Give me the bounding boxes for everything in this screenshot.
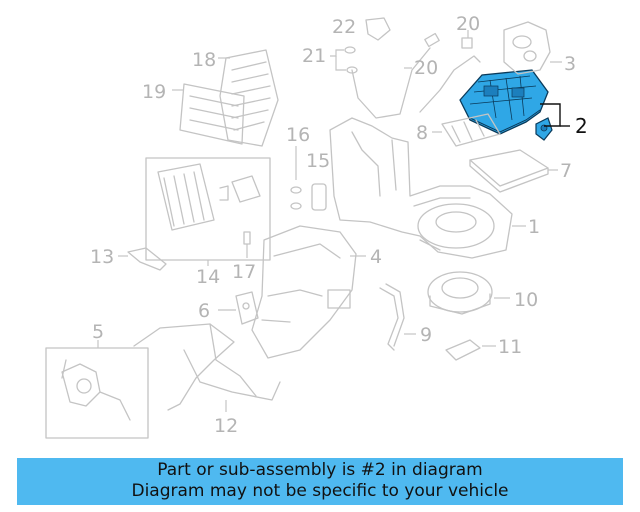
callout-18: 18: [192, 49, 216, 71]
part-13-sensor: [127, 247, 167, 271]
part-19-heater-core: [179, 83, 245, 145]
callout-16: 16: [286, 124, 310, 146]
callout-3: 3: [564, 53, 576, 75]
callout-15: 15: [306, 150, 330, 172]
part-8-grille: [441, 113, 501, 147]
callout-6: 6: [198, 300, 210, 322]
callout-8: 8: [416, 122, 428, 144]
part-15-actuator: [311, 183, 327, 211]
part-5-group: [45, 347, 149, 439]
callout-1: 1: [528, 216, 540, 238]
part-20-pipes: [351, 32, 481, 119]
callout-11: 11: [498, 336, 522, 358]
info-banner: Part or sub-assembly is #2 in diagram Di…: [17, 458, 623, 505]
part-22-cap: [365, 17, 391, 41]
callout-22: 22: [332, 16, 356, 38]
callout-4: 4: [370, 246, 382, 268]
callout-20b: 20: [414, 57, 438, 79]
part-18-evaporator: [219, 49, 279, 147]
callout-5: 5: [92, 321, 104, 343]
callout-20a: 20: [456, 13, 480, 35]
callout-19: 19: [142, 81, 166, 103]
callout-7: 7: [560, 160, 572, 182]
callout-14: 14: [196, 266, 220, 288]
banner-line-2: Diagram may not be specific to your vehi…: [131, 481, 509, 501]
callout-17: 17: [232, 261, 256, 283]
part-7-filter: [469, 149, 549, 193]
part-11-resistor: [445, 339, 481, 361]
part-17-screw: [243, 231, 251, 258]
callout-2: 2: [575, 114, 588, 138]
part-9-hose: [379, 283, 405, 351]
leader-2: [540, 103, 570, 127]
banner-line-1: Part or sub-assembly is #2 in diagram: [157, 460, 483, 480]
part-14-group: [145, 157, 271, 261]
callout-13: 13: [90, 246, 114, 268]
part-21-orings: [330, 46, 358, 74]
part-16-seals: [290, 146, 302, 210]
part-12-harness: [133, 323, 281, 411]
callout-21: 21: [302, 45, 326, 67]
part-2-highlighted[interactable]: [459, 69, 553, 141]
callout-10: 10: [514, 289, 538, 311]
part-3-gasket: [503, 21, 551, 75]
part-1-housing: [329, 117, 513, 259]
parts-diagram: 1 2 3 4 5 6 7 8 9 10 11 12 13 14 15 16 1…: [45, 13, 588, 439]
part-6-bracket: [235, 291, 259, 325]
callout-labels: 1 2 3 4 5 6 7 8 9 10 11 12 13 14 15 16 1…: [90, 13, 588, 437]
part-10-blower: [427, 271, 493, 315]
callout-12: 12: [214, 415, 238, 437]
part-4-case: [251, 225, 357, 359]
callout-9: 9: [420, 324, 432, 346]
